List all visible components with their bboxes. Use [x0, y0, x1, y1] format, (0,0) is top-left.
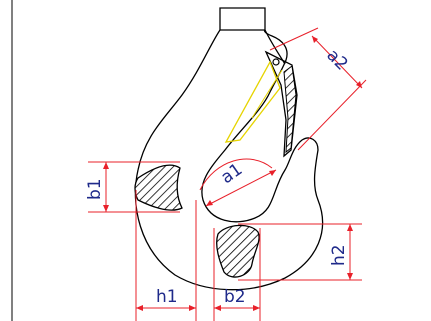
dimension-h2-label: h2 [329, 244, 349, 266]
latch-spring [224, 60, 281, 143]
dimension-a2-label: a2 [322, 45, 351, 74]
dimension-b2: b2 [213, 228, 261, 321]
dimension-b1-label: b1 [85, 178, 105, 200]
dimension-a1: a1 [199, 158, 277, 207]
dimension-b1: b1 [85, 161, 180, 213]
dimension-h1-label: h1 [156, 287, 178, 307]
dimension-b2-label: b2 [224, 287, 246, 307]
latch-spring-line [251, 69, 283, 119]
hook-throat [264, 29, 286, 65]
latch-hatching [283, 65, 297, 154]
dimension-h2: h2 [238, 223, 362, 281]
dimension-a1-label: a1 [217, 160, 246, 189]
latch-pivot [272, 58, 280, 66]
section-b1 [134, 164, 183, 211]
hook-shank [219, 7, 266, 31]
section-b2 [216, 224, 260, 278]
dimension-h1: h1 [135, 190, 197, 321]
